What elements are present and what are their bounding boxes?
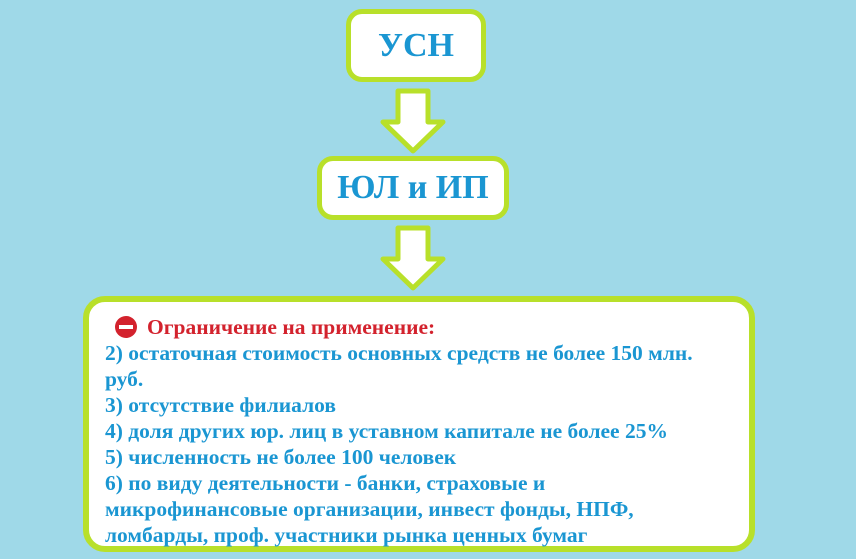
- limit-item: 3) отсутствие филиалов: [105, 393, 336, 417]
- limit-item: 4) доля других юр. лиц в уставном капита…: [105, 419, 668, 443]
- limit-item: 2) остаточная стоимость основных средств…: [105, 341, 693, 391]
- arrow-down-icon: [380, 88, 446, 154]
- node-usn-label: УСН: [378, 26, 454, 64]
- limit-item: 5) численность не более 100 человек: [105, 445, 457, 469]
- limits-heading: Ограничение на применение:: [115, 314, 733, 340]
- stop-icon: [115, 316, 137, 338]
- node-ul-ip-label: ЮЛ и ИП: [337, 169, 489, 206]
- limits-heading-text: Ограничение на применение:: [147, 315, 436, 339]
- limits-box: Ограничение на применение: 2) остаточная…: [83, 296, 755, 552]
- arrow-down-icon: [380, 225, 446, 291]
- node-usn: УСН: [346, 9, 486, 82]
- limit-item: 6) по виду деятельности - банки, страхов…: [105, 471, 634, 547]
- node-ul-ip: ЮЛ и ИП: [317, 156, 509, 220]
